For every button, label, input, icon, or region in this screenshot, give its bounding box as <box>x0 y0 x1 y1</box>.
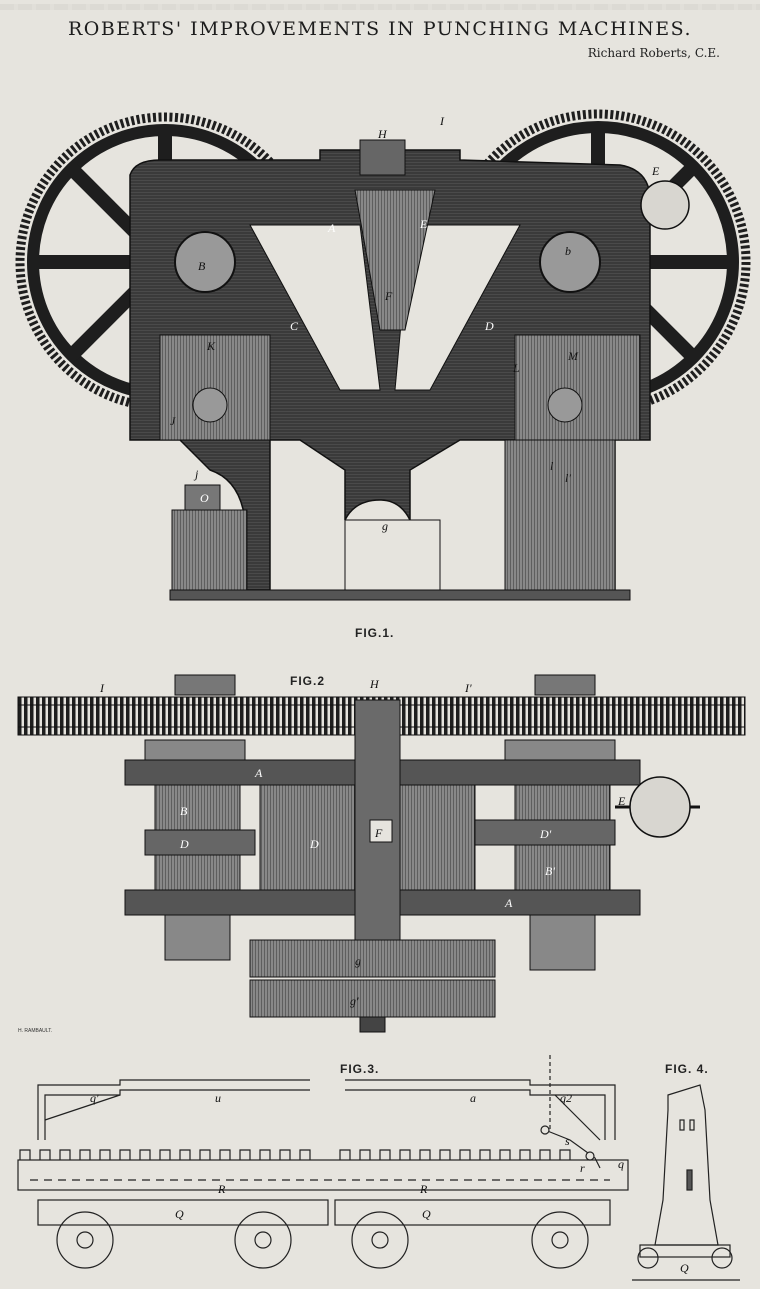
label-Q: Q <box>680 1261 689 1275</box>
label-g-prime: g' <box>350 994 359 1008</box>
label-q-prime: q' <box>90 1091 99 1105</box>
fig2-labels: I H I' A B D F D D' B' E A g g' <box>99 677 626 1008</box>
label-L: L <box>512 361 520 375</box>
label-I: I <box>99 681 105 695</box>
page-title: ROBERTS' IMPROVEMENTS IN PUNCHING MACHIN… <box>67 18 693 40</box>
fig3-carriage: FIG.3. q' u a q2 s <box>17 1055 629 1269</box>
label-E: E <box>617 794 626 808</box>
label-H: H <box>369 677 380 691</box>
label-F: F <box>384 289 393 303</box>
engraver-signature: H. RAMBAULT. <box>18 1028 52 1034</box>
label-Q-right: Q <box>422 1207 431 1221</box>
label-l-prime: l' <box>565 471 571 485</box>
label-J: J <box>170 414 176 428</box>
pulley-g <box>249 939 496 978</box>
label-A: A <box>327 221 336 235</box>
carriage-wheels <box>56 1211 589 1269</box>
label-C: C <box>290 319 299 333</box>
bleed-through-text <box>0 4 760 10</box>
label-g: g <box>355 954 361 968</box>
label-Q: Q <box>175 1207 184 1221</box>
label-r: r <box>580 1161 585 1175</box>
counterweight-ball <box>629 776 691 838</box>
label-b: b <box>565 244 571 258</box>
label-I-prime: I' <box>464 681 472 695</box>
fig1-caption: FIG.1. <box>355 626 394 640</box>
label-F: F <box>374 826 383 840</box>
label-D: D <box>179 837 189 851</box>
counterweight-ball <box>640 180 690 230</box>
label-R-right: R <box>419 1182 428 1196</box>
label-a: a <box>470 1091 476 1105</box>
fig3-labels: q' u a q2 s r q R R Q Q <box>90 1091 624 1221</box>
label-D-prime: D' <box>539 827 552 841</box>
fig4-end-view: FIG. 4. Q <box>632 1062 740 1281</box>
label-j: j <box>193 467 199 481</box>
label-K: K <box>206 339 216 353</box>
label-I: I <box>439 114 445 128</box>
label-A: A <box>254 766 263 780</box>
fig1-labels: A E H F B b K J j O C D L M l l' E g I <box>170 114 660 533</box>
label-A-lower: A <box>504 896 513 910</box>
label-q2: q2 <box>560 1091 572 1105</box>
label-O: O <box>200 491 209 505</box>
fig1-front-elevation: A E H F B b K J j O C D L M l l' E g I F… <box>15 109 751 640</box>
fig2-caption: FIG.2 <box>290 674 325 688</box>
label-E: E <box>419 217 428 231</box>
label-H: H <box>377 127 388 141</box>
pulley-g-prime <box>249 979 496 1018</box>
label-q: q <box>618 1157 624 1171</box>
label-R: R <box>217 1182 226 1196</box>
label-E-weight: E <box>651 164 660 178</box>
fig2-plan-view: FIG.2 I H I' <box>17 674 746 1034</box>
author-credit: Richard Roberts, C.E. <box>587 46 720 60</box>
label-l: l <box>550 459 554 473</box>
label-D-small: D <box>309 837 319 851</box>
label-B: B <box>180 804 188 818</box>
fig4-caption: FIG. 4. <box>665 1062 709 1076</box>
label-B: B <box>198 259 206 273</box>
label-g: g <box>382 519 388 533</box>
label-M: M <box>567 349 579 363</box>
label-D: D <box>484 319 494 333</box>
fig3-caption: FIG.3. <box>340 1062 379 1076</box>
label-B-prime: B' <box>545 864 555 878</box>
machine-frame <box>129 139 690 601</box>
label-u: u <box>215 1091 221 1105</box>
label-s: s <box>565 1134 570 1148</box>
